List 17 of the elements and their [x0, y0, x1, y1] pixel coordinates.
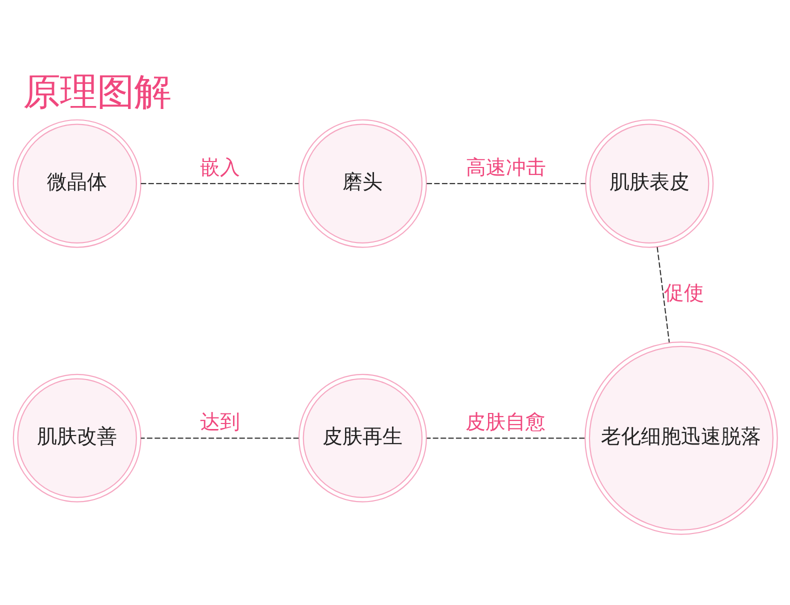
- connector: [140, 438, 298, 439]
- node-circle: 皮肤再生: [298, 374, 426, 502]
- node-circle: 磨头: [298, 119, 426, 248]
- connector: [656, 247, 670, 343]
- node-circle: 肌肤改善: [12, 374, 141, 502]
- node-circle: 老化细胞迅速脱落: [584, 341, 778, 535]
- edge-label: 高速冲击: [466, 156, 546, 180]
- diagram-title: 原理图解: [22, 70, 170, 114]
- connector: [140, 183, 298, 184]
- node-circle: 微晶体: [12, 119, 141, 248]
- edge-label: 嵌入: [199, 156, 240, 180]
- connector: [426, 438, 584, 439]
- edge-label: 促使: [663, 281, 704, 304]
- edge-label: 达到: [199, 410, 240, 434]
- edge-label: 皮肤自愈: [465, 410, 546, 434]
- node-circle: 肌肤表皮: [584, 119, 714, 248]
- connector: [426, 183, 586, 184]
